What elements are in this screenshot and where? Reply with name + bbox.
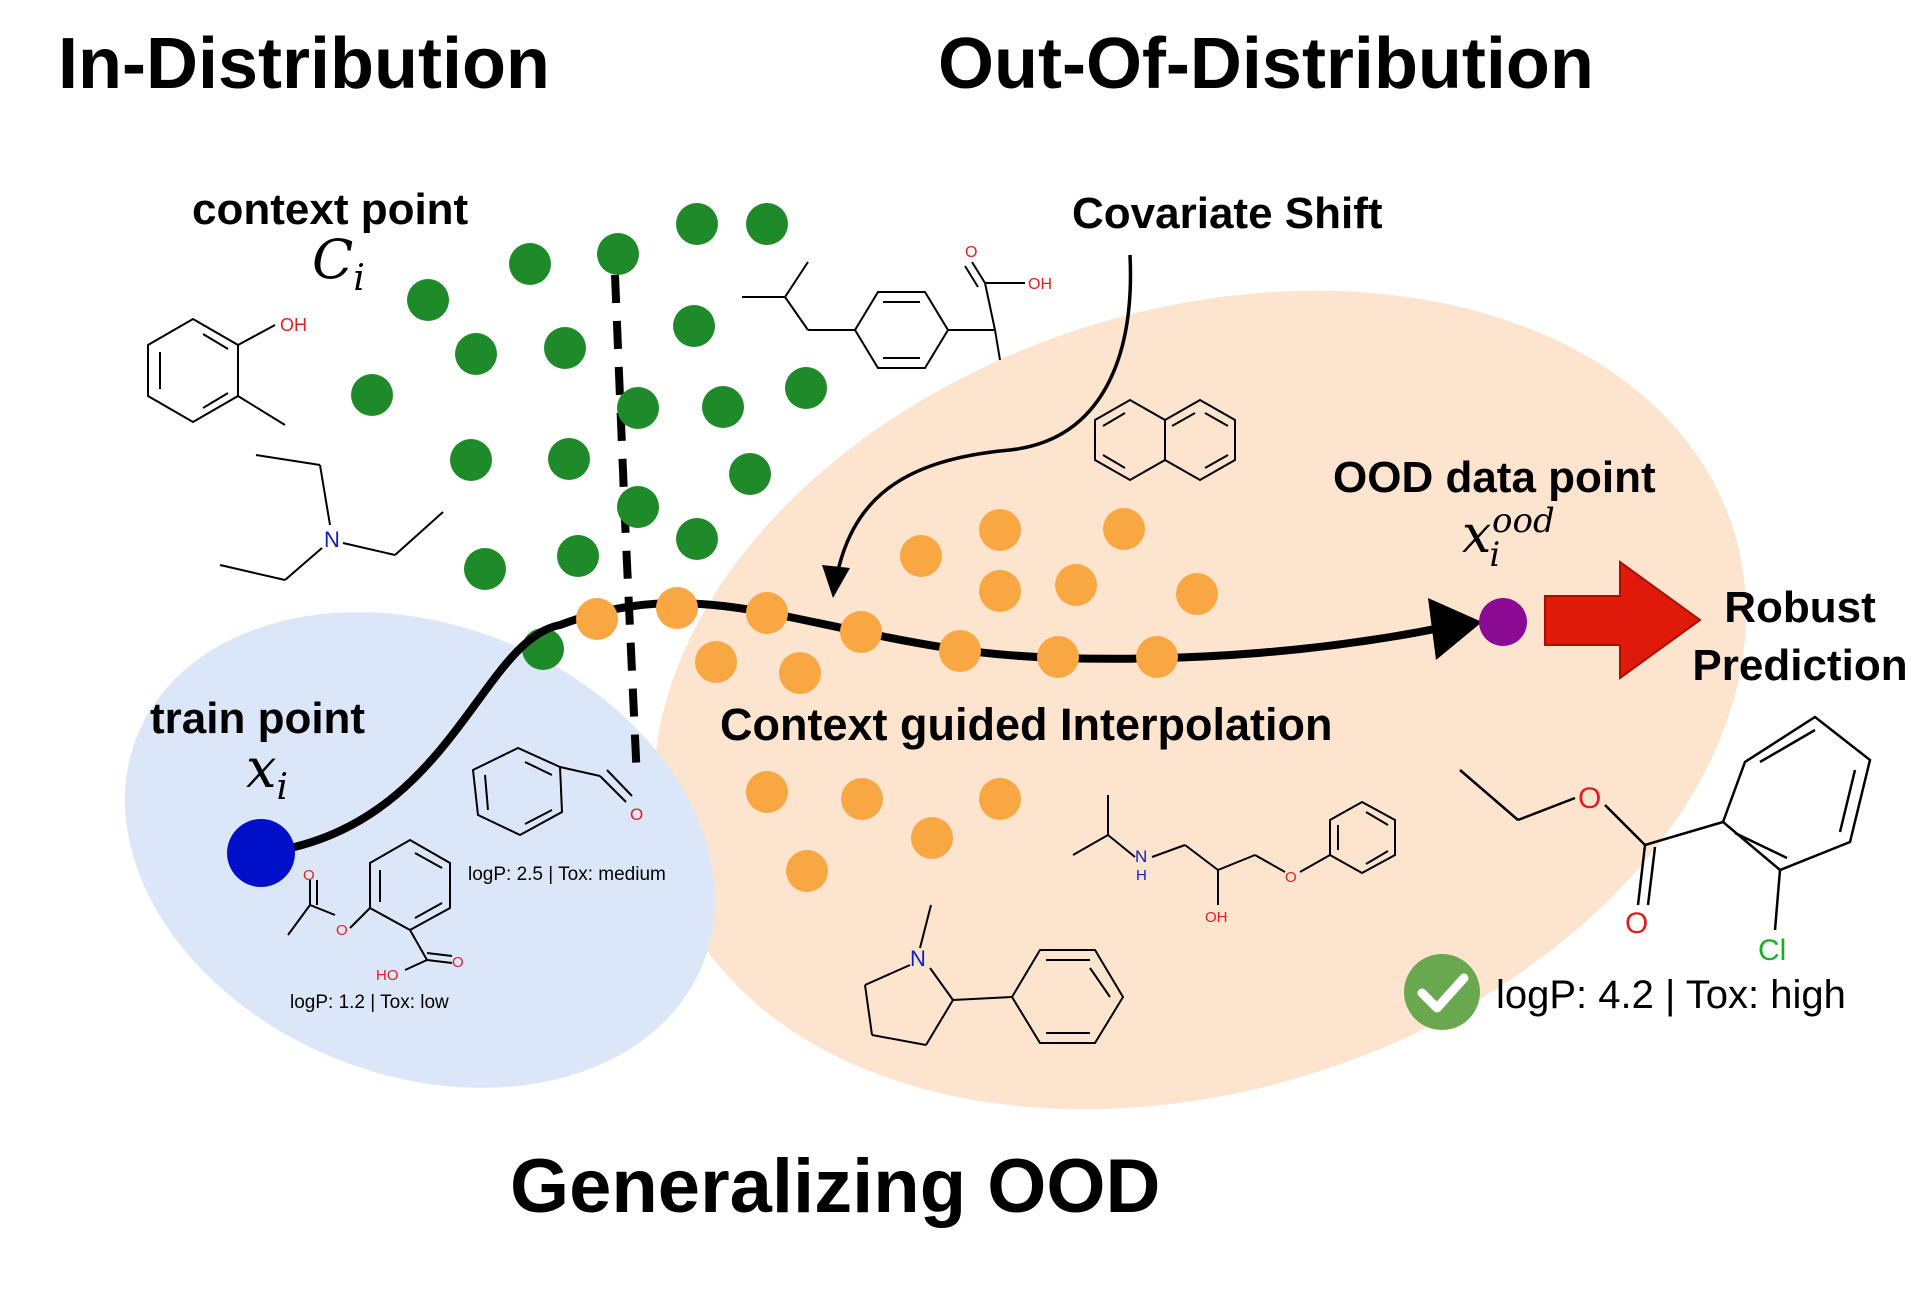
atom-label: N: [324, 527, 340, 552]
atom-label: OH: [280, 315, 307, 335]
context-point: [544, 327, 586, 369]
benzaldehyde-annotation: logP: 2.5 | Tox: medium: [468, 864, 666, 885]
context-point: [702, 386, 744, 428]
context-point: [729, 453, 771, 495]
atom-label: N: [1135, 847, 1147, 866]
phenylpyrrolidine-molecule: [864, 904, 1125, 1046]
atom-label: N: [910, 946, 926, 971]
title-in-distribution: In-Distribution: [58, 24, 550, 104]
context-point: [746, 203, 788, 245]
atom-label: O: [1285, 869, 1297, 886]
benzaldehyde-molecule: [471, 746, 633, 837]
context-point: [557, 535, 599, 577]
context-point: [450, 439, 492, 481]
context-point: [351, 374, 393, 416]
ood-point-label: OOD data point: [1333, 453, 1656, 502]
ood-prediction-annotation: logP: 4.2 | Tox: high: [1496, 973, 1846, 1017]
context-point: [676, 518, 718, 560]
propranolol-molecule: [1072, 795, 1396, 905]
covariate-shift-label: Covariate Shift: [1072, 189, 1383, 238]
interpolation-arrowhead: [1428, 598, 1482, 660]
context-point: [597, 233, 639, 275]
train-point-label: train point: [150, 694, 365, 743]
interpolation-point: [746, 592, 788, 634]
context-point: [464, 548, 506, 590]
right-arrow-icon: [1544, 560, 1702, 680]
interpolation-point: [1176, 573, 1218, 615]
prediction-label: Prediction: [1692, 641, 1907, 690]
atom-labels: OH N O OH O O O HO O N H OH O N O O Cl: [280, 244, 1786, 984]
covariate-shift-arrowhead: [822, 565, 850, 598]
interpolation-point: [939, 630, 981, 672]
atom-label: O: [452, 954, 464, 971]
title-generalizing-ood: Generalizing OOD: [510, 1144, 1160, 1229]
interpolation-point: [979, 778, 1021, 820]
interpolation-point: [979, 570, 1021, 612]
context-point-label: context point: [192, 185, 469, 234]
triethylamine-molecule: [219, 454, 444, 581]
context-point: [617, 486, 659, 528]
interpolation-point: [979, 509, 1021, 551]
interpolation-point: [841, 778, 883, 820]
context-point: [676, 203, 718, 245]
context-point: [509, 243, 551, 285]
interpolation-point: [840, 611, 882, 653]
context-point: [548, 438, 590, 480]
train-point: [227, 819, 295, 887]
interpolation-point: [779, 652, 821, 694]
ood-point-superscript: ood: [1492, 501, 1555, 541]
interpolation-point: [1055, 564, 1097, 606]
aspirin-annotation: logP: 1.2 | Tox: low: [290, 992, 449, 1013]
covariate-shift-curve: [833, 254, 1133, 586]
ood-point-symbol: xi: [1462, 505, 1500, 575]
context-point: [673, 305, 715, 347]
context-points: [351, 203, 827, 670]
interpolation-point: [1136, 636, 1178, 678]
atom-label: O: [965, 244, 977, 261]
atom-label: O: [303, 867, 315, 884]
interpolation-point: [656, 587, 698, 629]
molecules: [147, 261, 1872, 1046]
atom-label: OH: [1205, 909, 1228, 926]
atom-label: O: [1625, 907, 1648, 940]
atom-label: O: [1578, 782, 1601, 815]
atom-label: HO: [376, 967, 399, 984]
context-point: [785, 367, 827, 409]
ood-region: [653, 290, 1747, 1110]
interpolation-point: [900, 535, 942, 577]
atom-label: Cl: [1758, 934, 1786, 967]
train-point-symbol: xi: [246, 737, 288, 808]
atom-label: O: [336, 922, 348, 939]
interpolation-point: [1103, 508, 1145, 550]
interpolation-point: [695, 641, 737, 683]
context-point-symbol: Ci: [312, 228, 365, 299]
interpolation-point: [911, 817, 953, 859]
train-region: [124, 612, 716, 1088]
interpolation-point: [786, 850, 828, 892]
interpolation-point: [576, 598, 618, 640]
check-circle-icon: [1404, 954, 1480, 1030]
aspirin-molecule: [287, 838, 453, 971]
atom-label: OH: [1028, 276, 1052, 293]
interpolation-points: [576, 508, 1218, 892]
interpolation-point: [746, 771, 788, 813]
robust-label: Robust: [1724, 583, 1876, 632]
naphthalene-molecule: [1094, 398, 1236, 482]
context-point: [617, 387, 659, 429]
atom-label: H: [1136, 867, 1147, 884]
context-point: [407, 279, 449, 321]
interpolation-point: [1037, 636, 1079, 678]
title-out-of-distribution: Out-Of-Distribution: [938, 24, 1594, 104]
ood-point: [1479, 598, 1527, 646]
ethyl-chlorobenzoate-molecule: [1459, 715, 1872, 931]
interpolation-label: Context guided Interpolation: [720, 699, 1332, 750]
cresol-molecule: [147, 317, 286, 426]
atom-label: O: [630, 805, 643, 824]
ibuprofen-molecule: [742, 261, 1025, 369]
context-point: [455, 333, 497, 375]
